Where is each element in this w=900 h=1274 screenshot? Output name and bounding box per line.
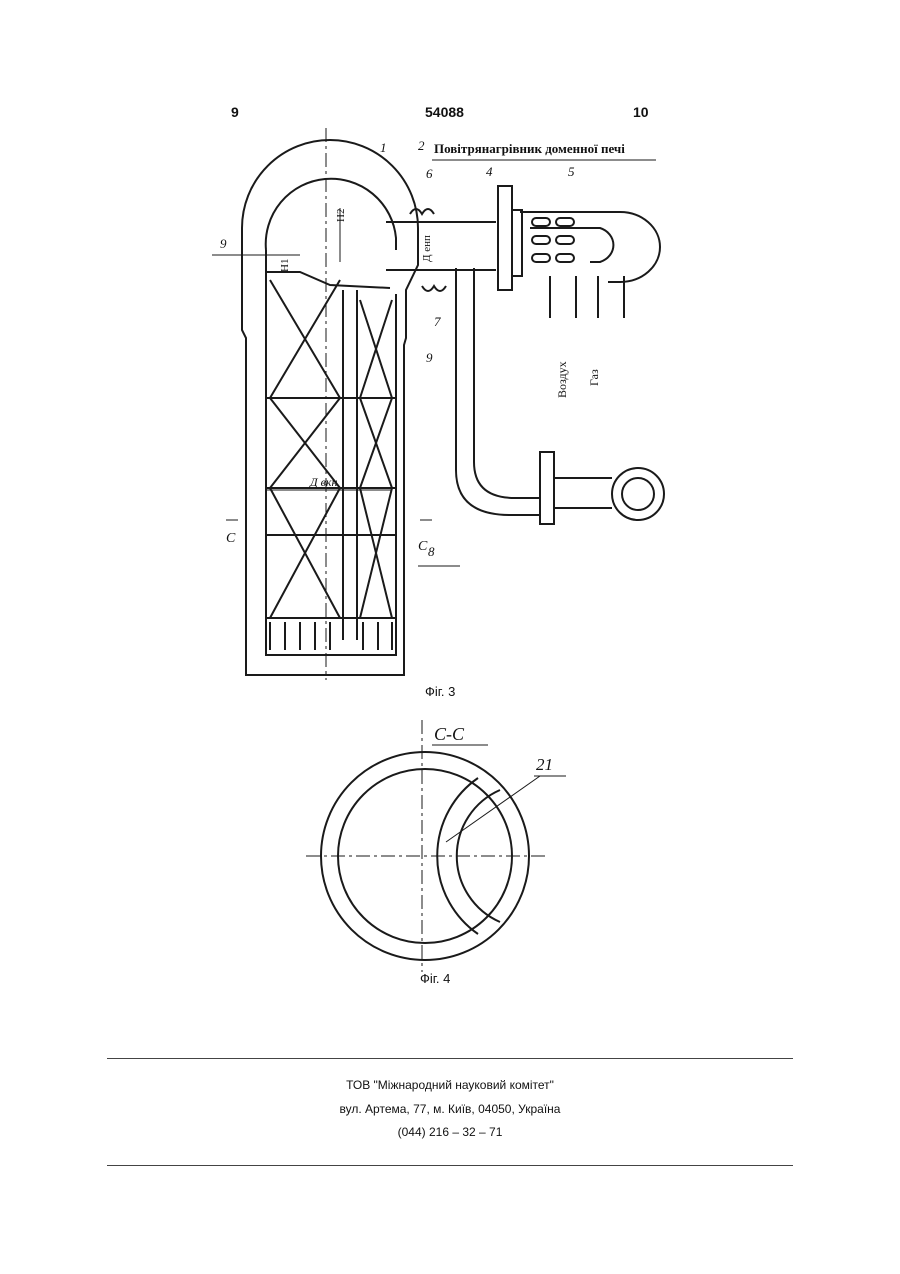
label-21: 21: [536, 755, 553, 774]
figure-3-caption: Фіг. 3: [425, 684, 455, 699]
footer-top-rule: [107, 1058, 793, 1059]
footer-phone: (044) 216 – 32 – 71: [0, 1125, 900, 1139]
label-section-right: С: [418, 539, 428, 554]
label-5: 5: [568, 164, 575, 179]
label-gas: Газ: [587, 369, 601, 386]
footer-bottom-rule: [107, 1165, 793, 1166]
footer-org: ТОВ "Міжнародний науковий комітет": [0, 1078, 900, 1092]
label-section-left: С: [226, 531, 236, 546]
label-d-vkn: Д вкн: [309, 475, 337, 489]
label-d-enp: Д енп: [421, 235, 433, 262]
footer-address: вул. Артема, 77, м. Київ, 04050, Україна: [0, 1102, 900, 1116]
label-6: 6: [426, 166, 433, 181]
section-title-c-c: С-С: [434, 724, 465, 744]
figure-3-drawing: Повітрянагрівник доменної печі 1 2 4 5 6…: [0, 0, 900, 720]
label-h1: H1: [279, 259, 291, 272]
label-air: Воздух: [555, 361, 569, 398]
label-4: 4: [486, 164, 493, 179]
label-7: 7: [434, 314, 441, 329]
figure-4-caption: Фіг. 4: [420, 971, 450, 986]
label-9-right: 9: [426, 350, 433, 365]
label-2: 2: [418, 138, 425, 153]
label-9-left: 9: [220, 236, 227, 251]
label-1: 1: [380, 140, 387, 155]
label-h2: H2: [335, 209, 347, 222]
label-8: 8: [428, 544, 435, 559]
figure-3-title: Повітрянагрівник доменної печі: [434, 141, 625, 156]
